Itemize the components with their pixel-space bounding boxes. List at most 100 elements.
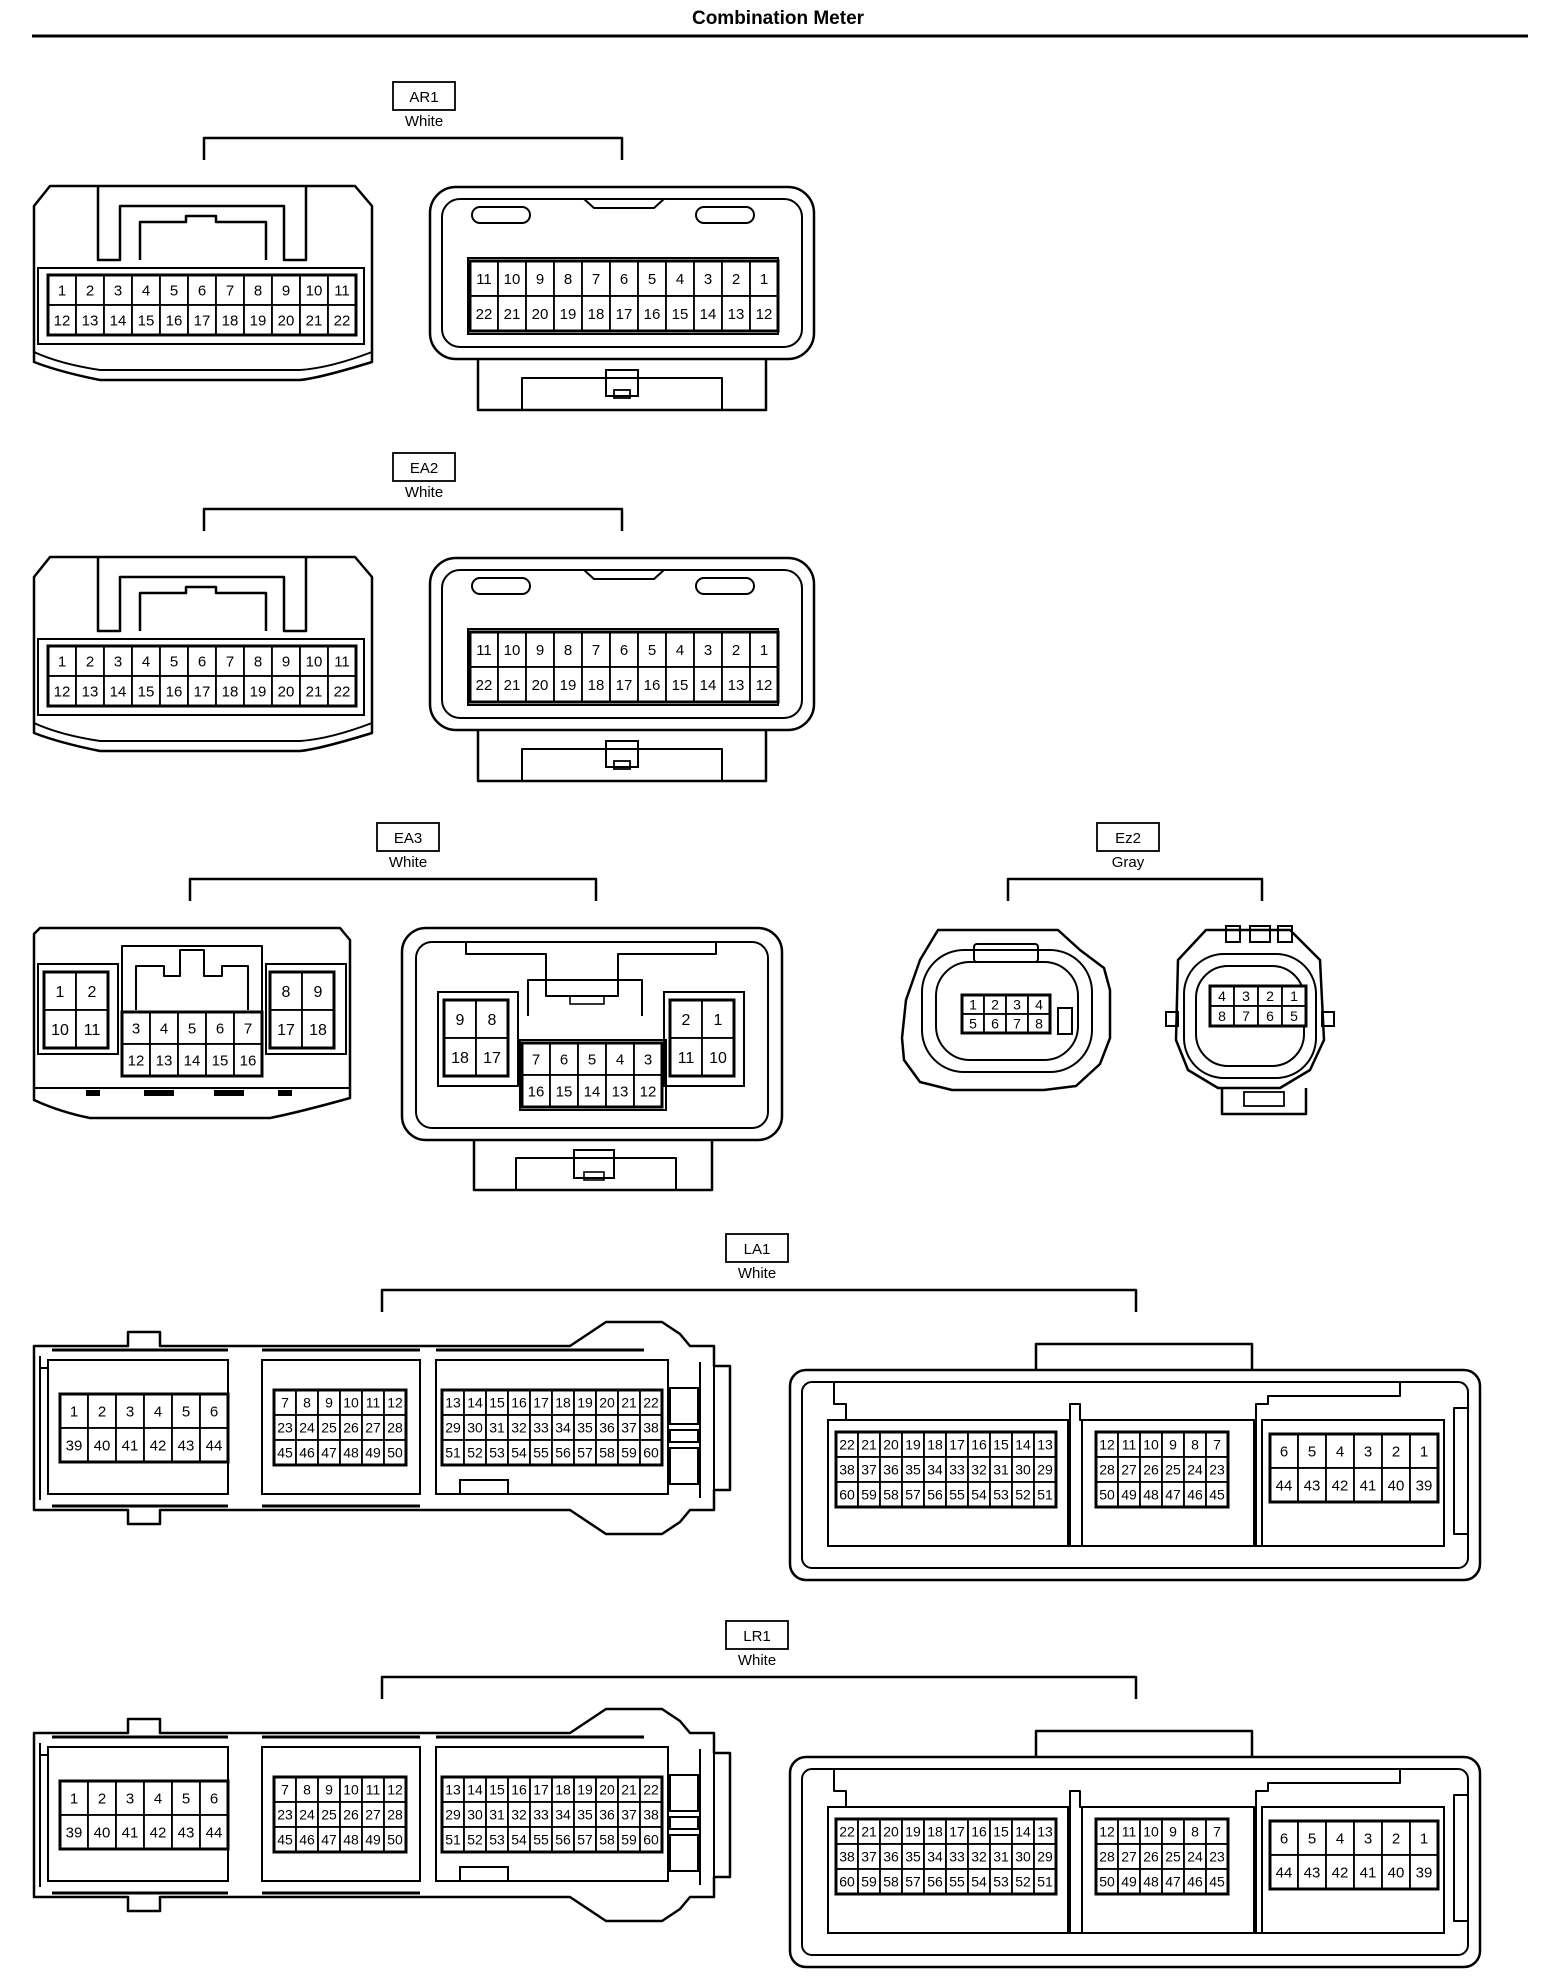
pin-label: 58 <box>883 1874 899 1890</box>
pin-label: 24 <box>1187 1462 1203 1478</box>
pin-label: 11 <box>334 653 350 670</box>
pin-cell <box>75 971 109 1011</box>
pin-label: 17 <box>194 683 211 700</box>
pin-label: 4 <box>676 271 684 288</box>
pin-label: 51 <box>1037 1874 1053 1890</box>
pin-label: 58 <box>599 1445 615 1461</box>
pin-label: 11 <box>84 1022 101 1039</box>
pin-label: 14 <box>700 306 717 323</box>
pin-label: 47 <box>1165 1874 1181 1890</box>
pin-label: 5 <box>182 1790 190 1807</box>
pin-label: 32 <box>511 1807 527 1823</box>
pin-label: 11 <box>678 1050 695 1067</box>
pin-label: 49 <box>365 1832 381 1848</box>
pin-label: 7 <box>1013 1016 1021 1032</box>
pin-label: 6 <box>620 642 628 659</box>
pin-label: 11 <box>476 642 492 659</box>
pin-cell <box>299 274 329 306</box>
pin-label: 14 <box>184 1052 201 1069</box>
pin-label: 22 <box>476 677 493 694</box>
pin-label: 3 <box>114 653 122 670</box>
pin-label: 3 <box>1364 1443 1372 1460</box>
pin-label: 2 <box>1392 1830 1400 1847</box>
pin-cell <box>1269 1854 1299 1890</box>
pin-label: 14 <box>1015 1437 1031 1453</box>
pin-label: 48 <box>343 1832 359 1848</box>
pin-label: 4 <box>154 1790 162 1807</box>
pin-label: 42 <box>150 1437 167 1454</box>
pin-label: 18 <box>555 1782 571 1798</box>
pin-label: 29 <box>1037 1849 1053 1865</box>
pin-label: 34 <box>927 1462 943 1478</box>
pin-label: 23 <box>277 1420 293 1436</box>
pin-label: 9 <box>536 271 544 288</box>
pin-label: 8 <box>254 282 262 299</box>
pin-label: 7 <box>1213 1437 1221 1453</box>
pin-cell <box>553 666 583 703</box>
pin-label: 18 <box>588 306 605 323</box>
pin-label: 21 <box>621 1782 637 1798</box>
pin-label: 8 <box>564 642 572 659</box>
pin-label: 2 <box>682 1012 691 1029</box>
pin-label: 43 <box>178 1824 195 1841</box>
pin-label: 22 <box>839 1824 855 1840</box>
pin-label: 16 <box>240 1052 257 1069</box>
pin-label: 17 <box>949 1437 965 1453</box>
pin-label: 57 <box>905 1487 921 1503</box>
pin-label: 46 <box>299 1445 315 1461</box>
pin-label: 2 <box>88 984 97 1001</box>
pin-label: 8 <box>254 653 262 670</box>
pin-label: 18 <box>309 1022 327 1039</box>
pin-label: 50 <box>1099 1487 1115 1503</box>
pin-label: 7 <box>244 1020 252 1037</box>
pin-label: 9 <box>325 1782 333 1798</box>
pin-label: 6 <box>198 282 206 299</box>
pin-label: 43 <box>178 1437 195 1454</box>
pin-label: 37 <box>621 1420 637 1436</box>
pin-label: 7 <box>592 271 600 288</box>
pin-label: 53 <box>489 1445 505 1461</box>
pin-label: 38 <box>643 1420 659 1436</box>
pin-label: 25 <box>1165 1849 1181 1865</box>
pin-cell <box>637 260 667 297</box>
pin-label: 15 <box>489 1782 505 1798</box>
pin-label: 6 <box>991 1016 999 1032</box>
pin-label: 8 <box>564 271 572 288</box>
pin-label: 14 <box>110 312 127 329</box>
pin-label: 23 <box>1209 1849 1225 1865</box>
pin-cell <box>215 675 245 707</box>
pin-label: 33 <box>533 1807 549 1823</box>
pin-cell <box>47 645 77 677</box>
pin-label: 54 <box>971 1487 987 1503</box>
pin-label: 59 <box>861 1487 877 1503</box>
pin-label: 43 <box>1304 1477 1321 1494</box>
pin-label: 4 <box>142 653 150 670</box>
connector-code: EA2 <box>410 460 438 477</box>
pin-label: 16 <box>166 683 183 700</box>
pin-label: 39 <box>1416 1864 1433 1881</box>
pin-label: 4 <box>1336 1443 1344 1460</box>
pin-cell <box>721 666 751 703</box>
pin-label: 8 <box>1191 1437 1199 1453</box>
pin-label: 4 <box>1336 1830 1344 1847</box>
pin-label: 47 <box>321 1832 337 1848</box>
pin-label: 19 <box>250 683 267 700</box>
pin-label: 15 <box>993 1437 1009 1453</box>
pin-label: 19 <box>905 1437 921 1453</box>
connector-color: Gray <box>1112 854 1145 871</box>
pin-cell <box>1269 1467 1299 1503</box>
pin-label: 58 <box>599 1832 615 1848</box>
pin-label: 37 <box>861 1462 877 1478</box>
pin-label: 27 <box>1121 1462 1137 1478</box>
pin-label: 21 <box>306 312 323 329</box>
pin-cell <box>1409 1467 1439 1503</box>
